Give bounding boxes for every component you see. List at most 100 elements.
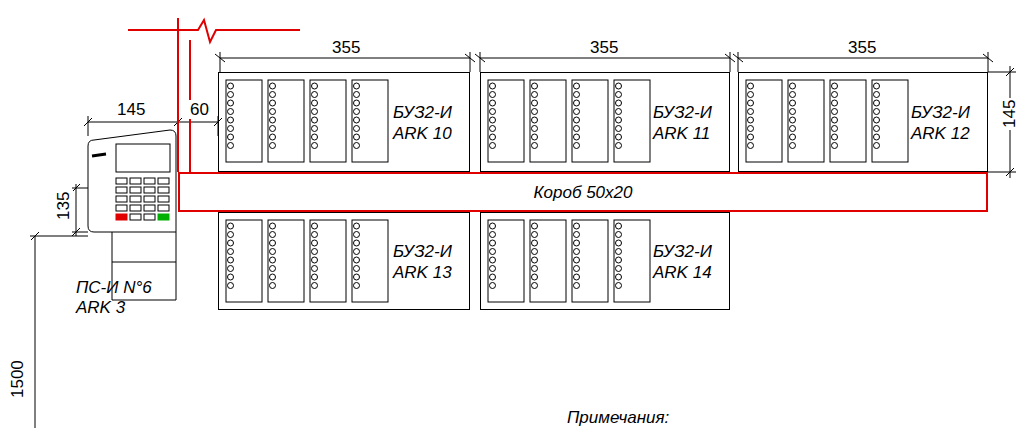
module bbox=[830, 80, 866, 162]
node-text: БУЗ2-И ARK 13 bbox=[393, 241, 467, 283]
terminal bbox=[616, 223, 622, 229]
terminal bbox=[532, 240, 538, 246]
terminal bbox=[270, 232, 276, 238]
terminal bbox=[270, 266, 276, 272]
node-text: ПС-И N°6 ARK 3 bbox=[76, 278, 174, 318]
terminal bbox=[270, 223, 276, 229]
terminal bbox=[532, 117, 538, 123]
terminal bbox=[312, 232, 318, 238]
key bbox=[144, 187, 155, 193]
terminal bbox=[748, 100, 754, 106]
terminal bbox=[616, 240, 622, 246]
dimension: 355 bbox=[846, 38, 878, 57]
terminal bbox=[532, 266, 538, 272]
terminal bbox=[490, 117, 496, 123]
terminal bbox=[312, 134, 318, 140]
key bbox=[116, 178, 127, 184]
terminal bbox=[616, 232, 622, 238]
module bbox=[746, 80, 782, 162]
key bbox=[130, 187, 141, 193]
unit-block: БУЗ2-И ARK 14 bbox=[480, 212, 730, 310]
device-label: ПС-И N°6 ARK 3 bbox=[76, 278, 186, 324]
key bbox=[130, 205, 141, 211]
terminal bbox=[748, 117, 754, 123]
module bbox=[530, 80, 566, 162]
terminal bbox=[228, 143, 234, 149]
node-text: БУЗ2-И ARK 10 bbox=[393, 102, 467, 144]
terminal bbox=[532, 283, 538, 289]
terminal bbox=[616, 143, 622, 149]
node-text: БУЗ2-И ARK 12 bbox=[911, 102, 985, 144]
terminal bbox=[532, 134, 538, 140]
module bbox=[226, 80, 262, 162]
terminal bbox=[616, 134, 622, 140]
terminal bbox=[574, 134, 580, 140]
module bbox=[488, 220, 524, 302]
terminal bbox=[532, 100, 538, 106]
terminal bbox=[354, 266, 360, 272]
terminal bbox=[312, 109, 318, 115]
key bbox=[158, 214, 169, 220]
note-heading: Примечания: bbox=[565, 408, 671, 427]
terminal bbox=[790, 134, 796, 140]
terminal bbox=[228, 283, 234, 289]
terminal bbox=[490, 266, 496, 272]
terminal bbox=[790, 126, 796, 132]
terminal bbox=[748, 143, 754, 149]
terminal bbox=[312, 126, 318, 132]
terminal bbox=[270, 83, 276, 89]
terminal bbox=[228, 249, 234, 255]
module bbox=[572, 220, 608, 302]
terminal bbox=[228, 92, 234, 98]
terminal bbox=[874, 143, 880, 149]
terminal bbox=[312, 266, 318, 272]
terminal bbox=[574, 232, 580, 238]
terminal bbox=[874, 126, 880, 132]
terminal bbox=[532, 274, 538, 280]
dimension: 355 bbox=[330, 38, 362, 57]
terminal bbox=[532, 232, 538, 238]
terminal bbox=[354, 134, 360, 140]
dimension: 145 bbox=[1000, 98, 1019, 130]
terminal bbox=[228, 223, 234, 229]
terminal bbox=[490, 223, 496, 229]
terminal bbox=[354, 274, 360, 280]
module bbox=[268, 220, 304, 302]
terminal bbox=[270, 240, 276, 246]
terminal bbox=[490, 283, 496, 289]
terminal bbox=[490, 249, 496, 255]
terminal bbox=[832, 143, 838, 149]
terminal bbox=[532, 92, 538, 98]
terminal bbox=[874, 100, 880, 106]
module bbox=[872, 80, 908, 162]
terminal bbox=[312, 257, 318, 263]
terminal bbox=[832, 92, 838, 98]
terminal bbox=[790, 100, 796, 106]
key bbox=[144, 214, 155, 220]
module bbox=[352, 220, 388, 302]
module bbox=[788, 80, 824, 162]
terminal bbox=[790, 92, 796, 98]
terminal bbox=[312, 117, 318, 123]
terminal bbox=[270, 92, 276, 98]
terminal bbox=[874, 117, 880, 123]
terminal bbox=[490, 100, 496, 106]
terminal bbox=[832, 117, 838, 123]
unit-block: БУЗ2-И ARK 13 bbox=[218, 212, 470, 310]
terminal bbox=[616, 83, 622, 89]
dimension: 60 bbox=[188, 100, 211, 119]
key bbox=[116, 214, 127, 220]
terminal bbox=[312, 223, 318, 229]
module bbox=[614, 80, 650, 162]
key bbox=[144, 205, 155, 211]
module bbox=[310, 80, 346, 162]
node-text: Короб 50x20 bbox=[534, 182, 633, 203]
terminal bbox=[874, 134, 880, 140]
terminal bbox=[354, 109, 360, 115]
module bbox=[310, 220, 346, 302]
key bbox=[116, 196, 127, 202]
terminal bbox=[270, 117, 276, 123]
terminal bbox=[832, 134, 838, 140]
terminal bbox=[354, 249, 360, 255]
dimension: 135 bbox=[54, 190, 73, 222]
